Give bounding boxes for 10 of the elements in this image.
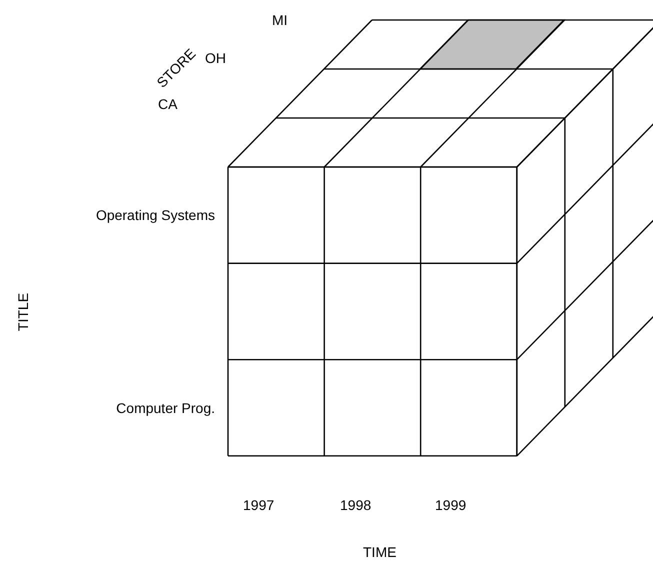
axis-value: 1997 [243, 497, 274, 513]
axis-value: OH [205, 50, 226, 66]
axis-title: TITLE [15, 292, 32, 332]
axis-title: TIME [363, 544, 396, 560]
row-label: Operating Systems [96, 207, 215, 223]
axis-value: 1999 [435, 497, 466, 513]
axis-value: CA [158, 96, 178, 112]
row-label: Computer Prog. [116, 400, 215, 416]
axis-value: MI [272, 12, 288, 28]
axis-value: 1998 [340, 497, 372, 513]
